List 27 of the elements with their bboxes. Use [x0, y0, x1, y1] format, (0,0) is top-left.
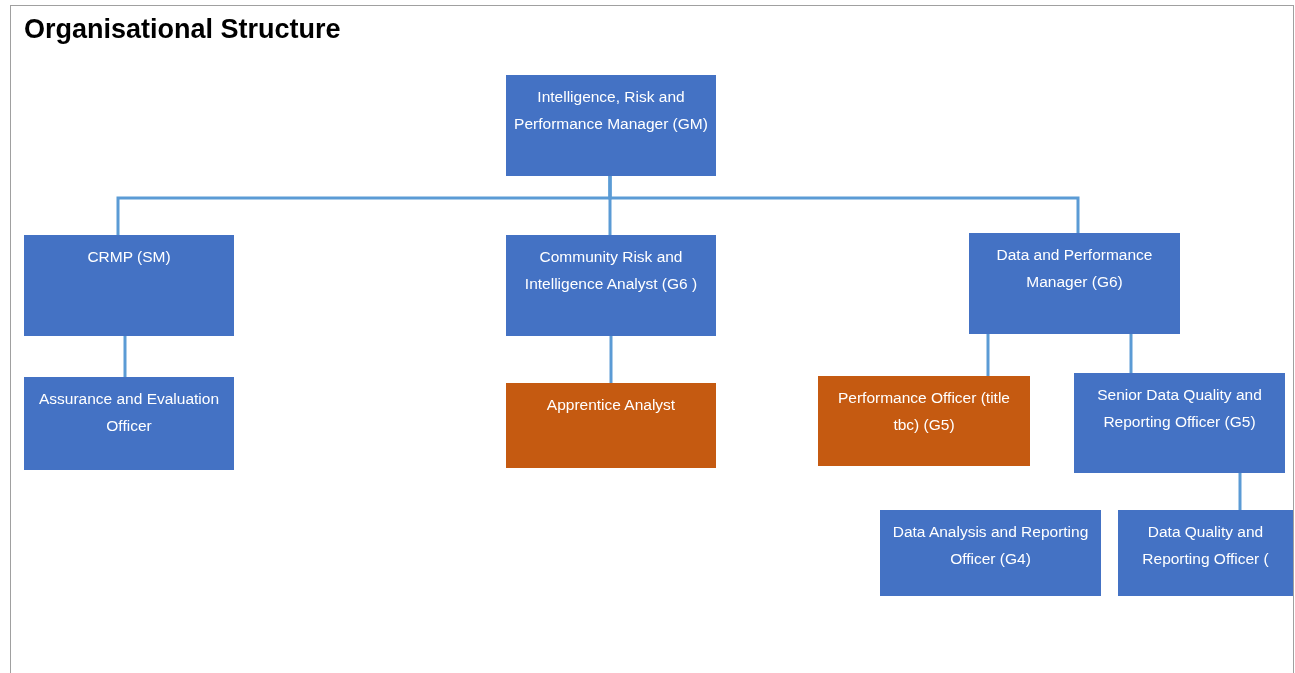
role-title: Senior Data Quality and Reporting Officer (G5) [1096, 385, 1263, 432]
role-title: Community Risk and Intelligence Analyst (G6 ) [523, 247, 699, 294]
connector-line [1238, 473, 1242, 510]
role-box [506, 75, 716, 176]
role-box [1118, 510, 1293, 596]
connector-line [609, 336, 613, 383]
connector-line [986, 334, 990, 376]
role-title: Performance Officer (title tbc) (G5) [837, 388, 1011, 435]
role-title: Data Analysis and Reporting Officer (G4) [891, 522, 1090, 569]
role-box [24, 235, 234, 336]
role-box [506, 235, 716, 336]
role-title: Intelligence, Risk and Performance Manager (GM) [514, 87, 708, 134]
role-title: Data Quality and Reporting Officer ( [1141, 522, 1270, 569]
connector-line [608, 176, 1080, 233]
role-box [506, 383, 716, 468]
connector-line [123, 336, 127, 377]
role-box [969, 233, 1180, 334]
connector-line [1129, 334, 1133, 373]
role-box [24, 377, 234, 470]
role-title: CRMP (SM) [87, 247, 171, 267]
role-title: Apprentice Analyst [546, 395, 676, 415]
role-box [1074, 373, 1285, 473]
role-box [818, 376, 1030, 466]
role-title: Assurance and Evaluation Officer [37, 389, 221, 436]
role-box [880, 510, 1101, 596]
role-title: Data and Performance Manager (G6) [995, 245, 1154, 292]
title: Organisational Structure [24, 14, 341, 45]
